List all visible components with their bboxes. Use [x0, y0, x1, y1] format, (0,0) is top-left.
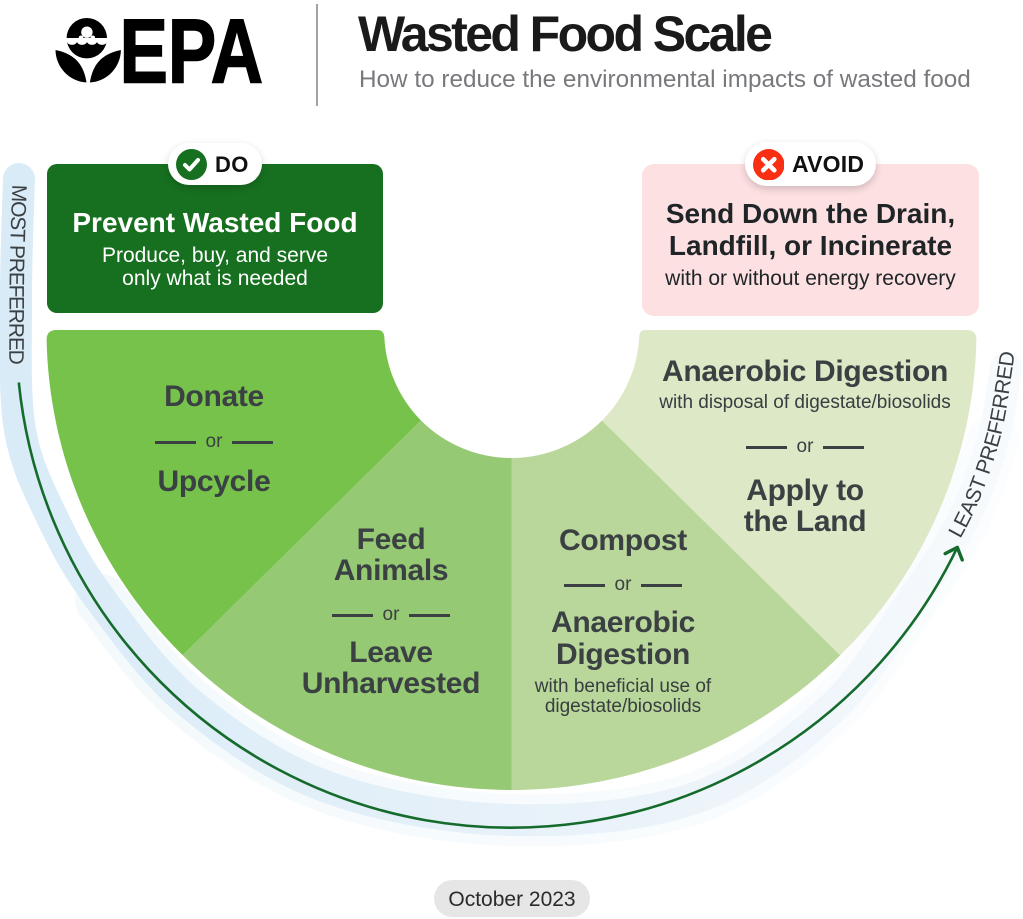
svg-text:EPA: EPA [120, 14, 263, 88]
svg-text:MOST PREFERRED: MOST PREFERRED [4, 184, 30, 364]
